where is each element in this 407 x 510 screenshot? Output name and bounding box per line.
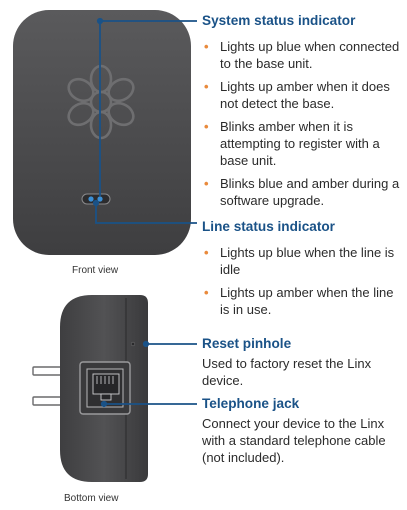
line-status-list: •Lights up blue when the line is idle •L… — [204, 244, 400, 324]
front-view-device — [13, 10, 191, 255]
bullet-dot: • — [204, 79, 209, 94]
telephone-jack-heading: Telephone jack — [202, 396, 300, 411]
bullet-dot: • — [204, 245, 209, 260]
list-item: •Blinks amber when it is attempting to r… — [204, 119, 380, 168]
system-status-list: •Lights up blue when connected to the ba… — [204, 38, 404, 215]
list-item: •Lights up amber when the line is in use… — [204, 285, 394, 317]
bullet-dot: • — [204, 119, 209, 134]
telephone-jack-description: Connect your device to the Linx with a s… — [202, 416, 386, 465]
leader-lines-bottom — [100, 340, 197, 408]
front-device-body — [13, 10, 191, 255]
reset-pinhole-description: Used to factory reset the Linx device. — [202, 356, 372, 388]
bullet-dot: • — [204, 285, 209, 300]
list-item: •Lights up amber when it does not detect… — [204, 79, 390, 111]
bullet-dot: • — [204, 176, 209, 191]
ooma-flower-logo-icon — [67, 64, 135, 140]
leader-lines-front — [92, 17, 197, 224]
list-item: •Lights up blue when connected to the ba… — [204, 39, 400, 71]
telephone-jack-icon — [79, 361, 131, 415]
system-status-heading: System status indicator — [202, 13, 356, 28]
bullet-dot: • — [204, 39, 209, 54]
list-item: •Blinks blue and amber during a software… — [204, 176, 400, 208]
reset-pinhole-icon — [130, 341, 136, 347]
line-status-heading: Line status indicator — [202, 219, 335, 234]
bottom-view-device — [32, 295, 148, 482]
bottom-view-caption: Bottom view — [64, 493, 119, 504]
power-plug-prongs-icon — [32, 366, 64, 406]
reset-pinhole-heading: Reset pinhole — [202, 336, 292, 351]
list-item: •Lights up blue when the line is idle — [204, 245, 395, 277]
front-view-caption: Front view — [72, 265, 119, 276]
